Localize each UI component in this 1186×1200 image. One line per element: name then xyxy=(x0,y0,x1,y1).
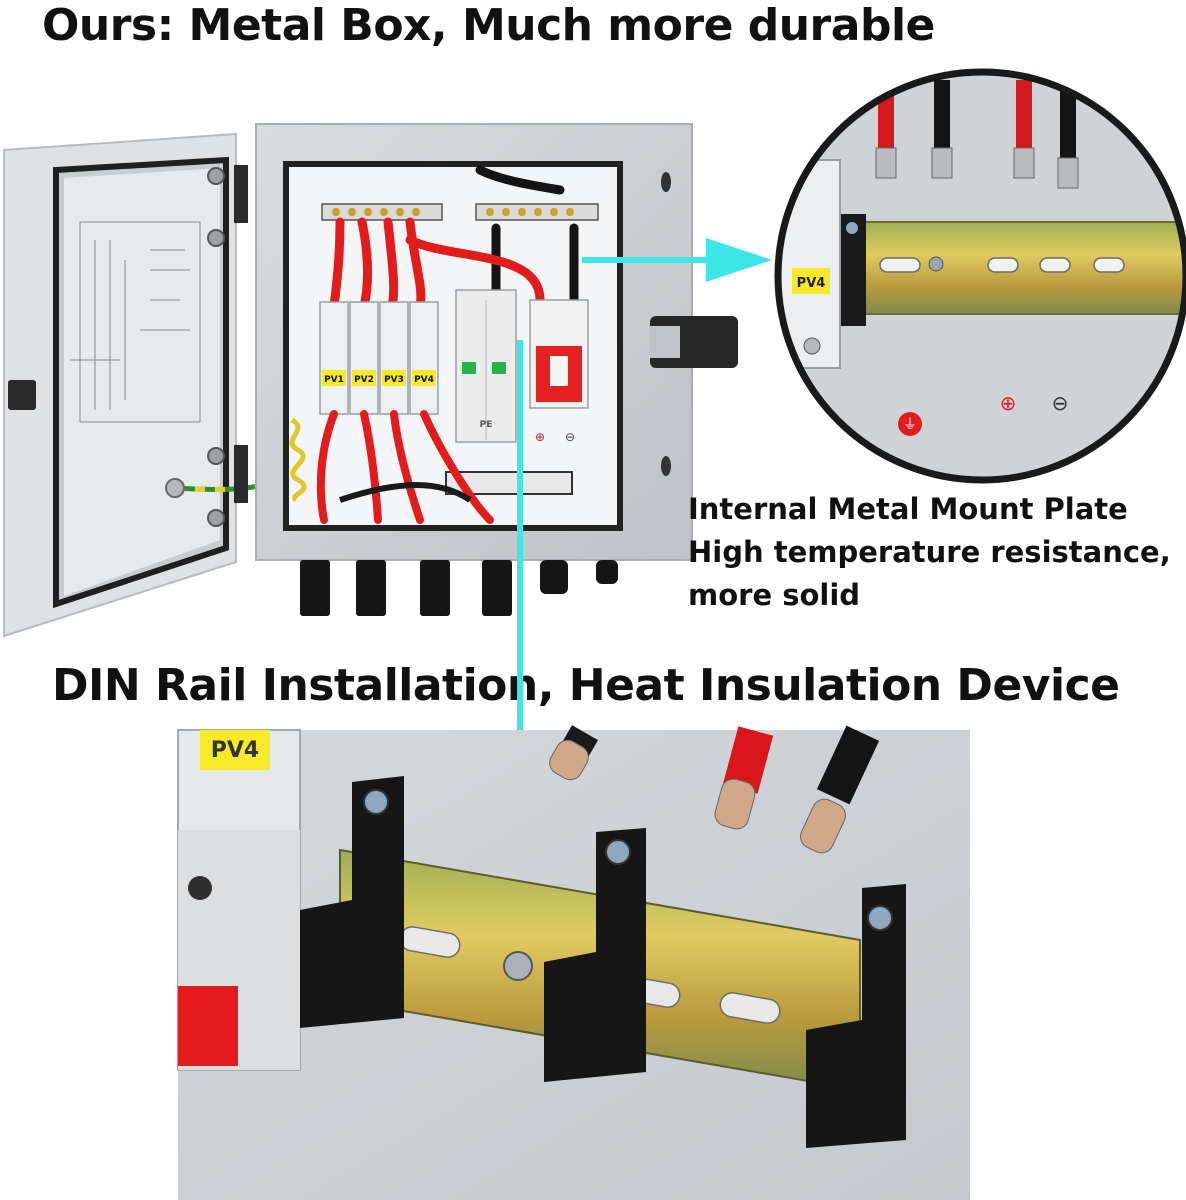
headline-top: Ours: Metal Box, Much more durable xyxy=(42,0,935,51)
arrow-to-zoom xyxy=(582,238,772,282)
zoom-label-pv4: PV4 xyxy=(797,276,826,291)
plus-symbol-icon: ⊕ xyxy=(1000,391,1017,415)
ground-symbol-icon: ⏚ xyxy=(903,417,917,433)
wiring-diagram-sticker xyxy=(70,221,201,423)
plus-mark-small: ⊕ xyxy=(535,430,545,444)
fuse-module-pv1: PV1 xyxy=(319,301,349,415)
end-stop-middle xyxy=(544,828,646,1082)
label-pv3: PV3 xyxy=(384,375,404,385)
fuse-module-pv2: PV2 xyxy=(349,301,379,415)
minus-symbol-icon: ⊖ xyxy=(1052,391,1069,415)
door-latch xyxy=(8,380,36,410)
caption-line-2: High temperature resistance, xyxy=(688,535,1171,569)
end-stop-left xyxy=(300,776,404,1028)
detail-label-pv4: PV4 xyxy=(211,738,259,763)
din-rail-detail-photo: PV4 xyxy=(177,725,970,1200)
label-pe: PE xyxy=(480,420,493,430)
end-stop-right xyxy=(806,884,906,1148)
ground-coil xyxy=(289,417,307,503)
pv-fuse-modules: PV1 PV2 PV3 PV4 xyxy=(319,301,439,415)
label-pv4: PV4 xyxy=(414,375,434,385)
mc4-connectors xyxy=(300,560,618,616)
zoom-circle: PV4 ⏚ ⊕ ⊖ xyxy=(774,68,1186,484)
label-pv1: PV1 xyxy=(324,375,344,385)
minus-mark-small: ⊖ xyxy=(565,430,575,444)
caption-line-1: Internal Metal Mount Plate xyxy=(688,492,1128,526)
caption-line-3: more solid xyxy=(688,578,861,612)
enclosure-door xyxy=(3,132,281,638)
surge-protector: PE xyxy=(455,289,517,443)
fuse-module-pv3: PV3 xyxy=(379,301,409,415)
fuse-module-pv4: PV4 xyxy=(409,301,439,415)
hinge-top xyxy=(234,165,248,223)
dc-breaker: ⊕ ⊖ xyxy=(529,299,589,444)
headline-middle: DIN Rail Installation, Heat Insulation D… xyxy=(52,660,1120,711)
label-pv2: PV2 xyxy=(354,375,374,385)
hinge-bottom xyxy=(234,445,248,503)
